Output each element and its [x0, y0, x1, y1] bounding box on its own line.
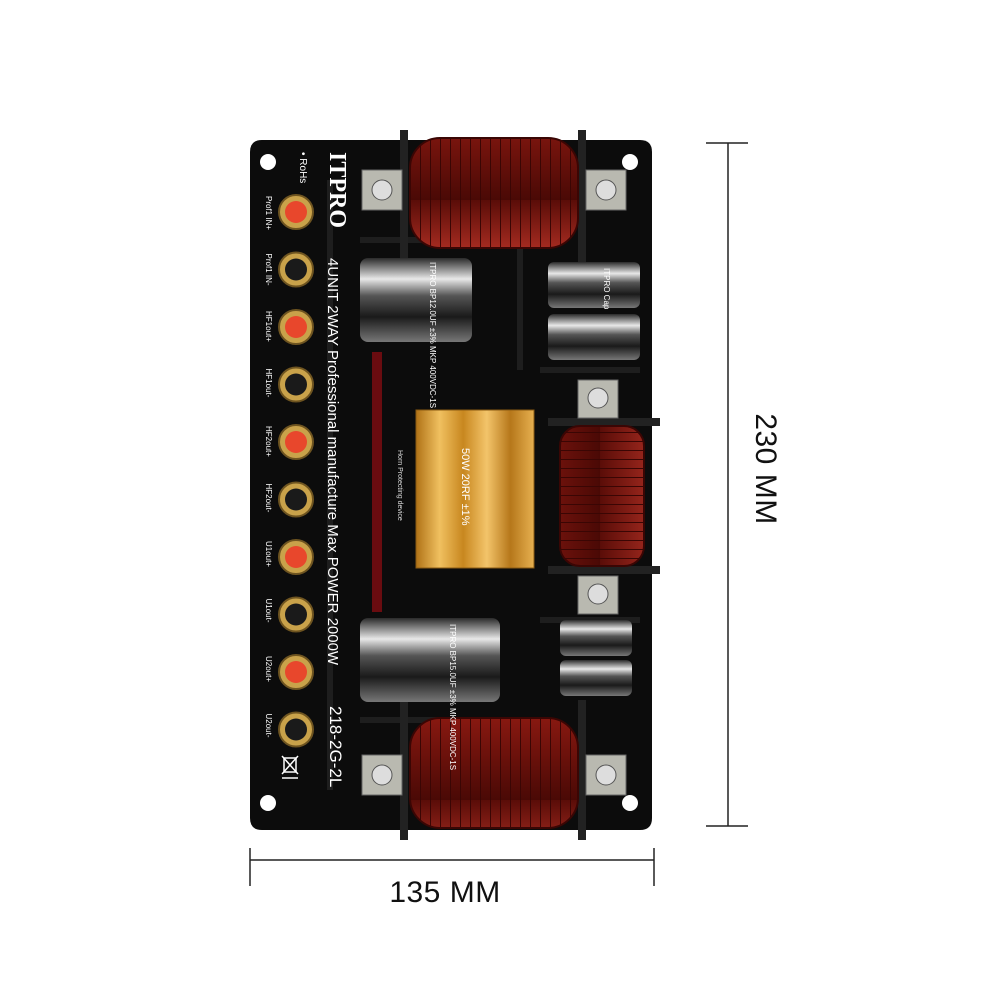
binding-post-5: HF2out+ — [264, 424, 314, 460]
binding-post-label: Prof1 IN+ — [264, 196, 273, 230]
brand-logo-text: ITPRO — [324, 152, 350, 228]
height-dimension-line — [706, 142, 748, 827]
power-resistor-label: 50W 20RF ±1% — [459, 448, 471, 526]
binding-post-column: Prof1 IN+ Prof1 IN- HF1out+ HF1out- HF2out+ H… — [264, 194, 314, 748]
binding-post-label: U2out+ — [264, 656, 273, 682]
rohs-mark: • RoHs — [297, 152, 308, 183]
height-dimension-label: 230 MM — [749, 413, 782, 525]
capacitor-bottom-left: ITPRO BP15.0UF ±3% MKP 400VDC-1S — [360, 618, 500, 770]
power-resistor: 50W 20RF ±1% — [415, 409, 535, 569]
bottom-inductor-coil — [400, 700, 586, 840]
horn-protect-device — [372, 352, 382, 612]
binding-post-2: Prof1 IN- — [264, 251, 314, 288]
mounting-holes — [260, 154, 638, 811]
middle-inductor-coil — [548, 418, 660, 574]
binding-post-10: U2out- — [264, 711, 314, 748]
binding-post-label: HF2out+ — [264, 426, 273, 457]
binding-post-label: HF1out- — [264, 369, 273, 398]
capacitor-small-top-label: ITPRO Cap — [602, 268, 611, 310]
top-inductor-coil — [400, 130, 586, 270]
binding-post-9: U2out+ — [264, 654, 314, 690]
width-dimension-line — [249, 848, 655, 886]
binding-post-label: HF1out+ — [264, 311, 273, 342]
capacitor-bottom-left-label: ITPRO BP15.0UF ±3% MKP 400VDC-1S — [448, 624, 457, 770]
binding-post-label: U1out- — [264, 599, 273, 623]
capacitor-top-left-label: ITPRO BP12.0UF ±3% MKP 400VDC-1S — [428, 262, 437, 408]
screw-terminals — [361, 169, 627, 796]
capacitor-top-left: ITPRO BP12.0UF ±3% MKP 400VDC-1S — [360, 258, 472, 408]
binding-post-label: Prof1 IN- — [264, 254, 273, 286]
board-spec-text: 4UNIT 2WAY Professional manufacture Max … — [324, 258, 341, 666]
binding-post-4: HF1out- — [264, 366, 314, 403]
capacitor-small-top-right: ITPRO Cap — [548, 262, 640, 360]
model-number: 218-2G-2L — [326, 706, 345, 787]
width-dimension-label: 135 MM — [389, 876, 501, 909]
binding-post-1: Prof1 IN+ — [264, 194, 314, 230]
binding-post-3: HF1out+ — [264, 309, 314, 345]
capacitor-small-bottom-right — [560, 620, 632, 696]
binding-post-6: HF2out- — [264, 481, 314, 518]
horn-protect-label: Horn Protecting device — [396, 450, 403, 521]
weee-bin-icon — [281, 755, 299, 779]
binding-post-label: U2out- — [264, 714, 273, 738]
binding-post-label: U1out+ — [264, 541, 273, 567]
binding-post-8: U1out- — [264, 596, 314, 633]
binding-post-label: HF2out- — [264, 484, 273, 513]
binding-post-7: U1out+ — [264, 539, 314, 575]
